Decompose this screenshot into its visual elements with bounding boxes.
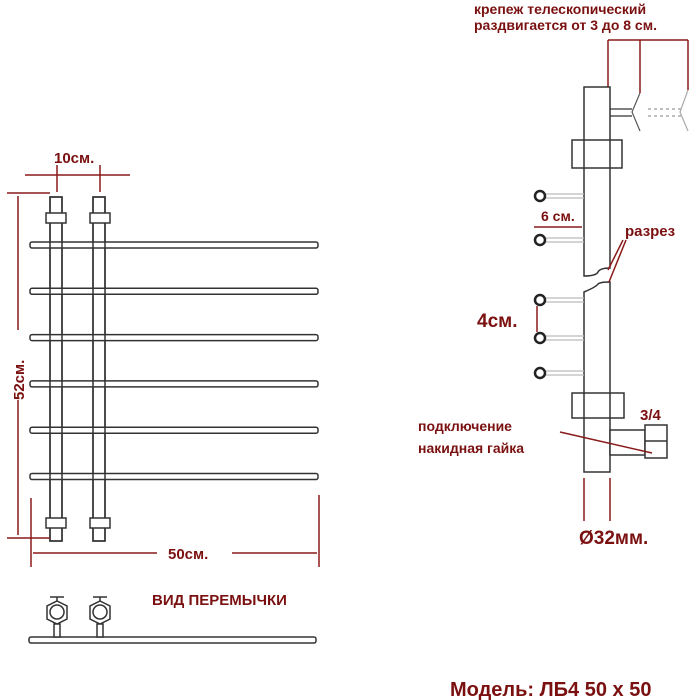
jumper-view-title: ВИД ПЕРЕМЫЧКИ [152,592,287,609]
clamp [89,517,111,529]
connection-label-line1: подключение [418,418,512,434]
horizontal-bar [29,380,319,388]
bar-cross-section [533,293,584,307]
connection-label-line2: накидная гайка [418,440,524,456]
vertical-pipe-outline [49,196,63,542]
bar-cross-sections [533,189,584,380]
diameter-label: Ø32мм. [579,528,648,549]
bar-cross-section [533,366,584,380]
pitch-label: 4см. [477,311,517,332]
side-view: крепеж телескопический раздвигается от 3… [418,1,689,549]
front-view: 10см. 52см. 50см. [7,150,320,567]
bracket-dimension [607,39,689,93]
vertical-pipe-outline [92,196,106,542]
pipe-upper [583,86,611,277]
jumper-fitting [46,596,68,638]
clamp [89,212,111,224]
width-dimension: 50см. [30,495,320,567]
section-label: разрез [625,223,675,240]
bottom-clamp [571,392,625,419]
telescopic-mount [610,89,689,132]
top-clamp [571,139,623,169]
pipe-lower [583,281,611,473]
bar-cross-section [533,331,584,345]
height-dimension: 52см. [7,192,50,539]
horizontal-bar [29,426,319,434]
bar-cross-section [533,233,584,247]
bracket-label-line1: крепеж телескопический [474,1,646,17]
height-label: 52см. [11,360,28,400]
depth-label: 6 см. [541,208,575,224]
jumper-fitting [89,596,111,638]
jumper-view: ВИД ПЕРЕМЫЧКИ [28,592,317,644]
horizontal-bar [29,472,319,481]
bar-cross-section [533,189,584,203]
thread-label: 3/4 [640,407,662,424]
bracket-label-line2: раздвигается от 3 до 8 см. [474,17,657,33]
horizontal-bar [29,241,319,249]
spacing-dimension: 10см. [25,150,130,192]
horizontal-bar [29,333,319,342]
section-leader [608,239,627,283]
spacing-label: 10см. [54,150,94,167]
jumper-bar [28,636,317,644]
side-connection-pipe [609,429,646,456]
model-label: Модель: ЛБ4 50 х 50 [450,679,651,700]
section-leader [607,239,624,271]
clamp [45,212,67,224]
horizontal-bar [29,287,319,296]
clamp [45,517,67,529]
horizontal-bars [29,196,319,542]
connection-leader [559,431,653,454]
width-label: 50см. [168,546,208,563]
